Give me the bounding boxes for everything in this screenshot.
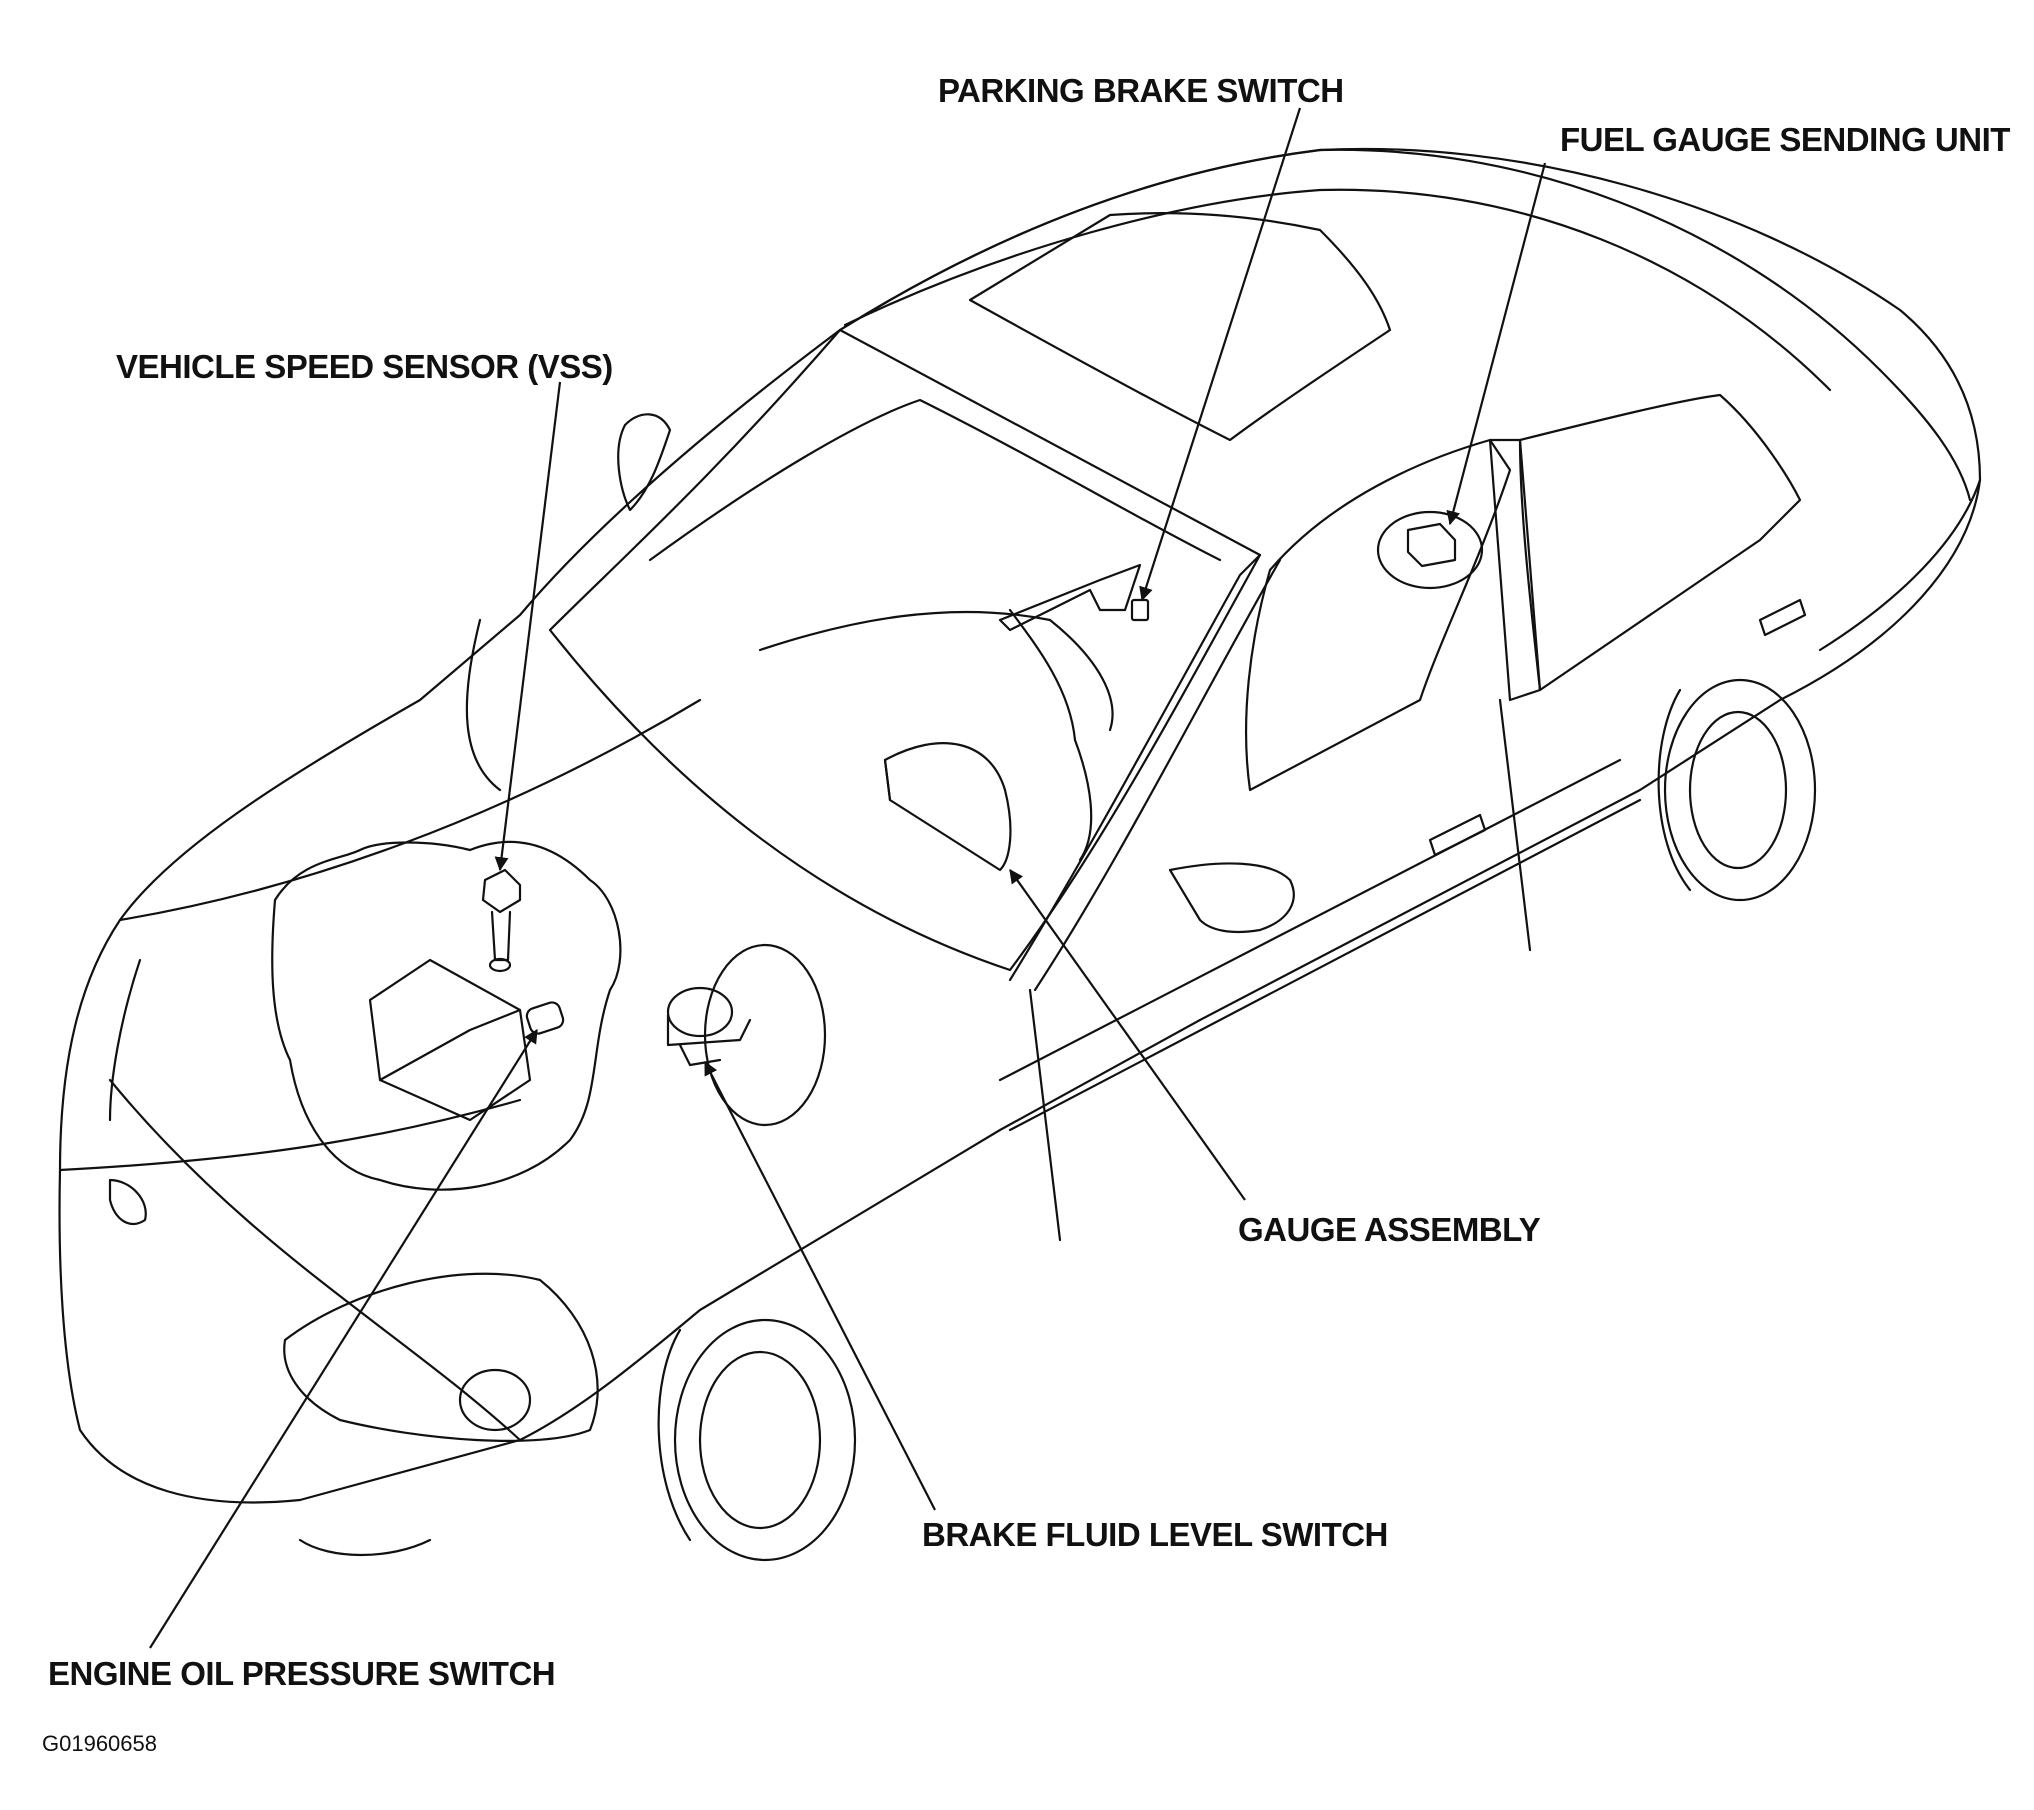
steering-column: [1008, 608, 1093, 862]
door-line-rear: [1498, 698, 1532, 952]
fog-light: [458, 1368, 532, 1432]
headlight: [283, 1272, 599, 1442]
sunroof: [968, 212, 1392, 442]
roof-line: [838, 148, 1882, 372]
label-fuel-gauge-sending-unit: FUEL GAUGE SENDING UNIT: [1560, 121, 2010, 158]
side-mirror: [1168, 862, 1295, 934]
oil-pressure-switch-component: [525, 1001, 565, 1035]
label-brake-fluid-level-switch: BRAKE FLUID LEVEL SWITCH: [922, 1516, 1388, 1553]
label-engine-oil-pressure-switch: ENGINE OIL PRESSURE SWITCH: [48, 1655, 556, 1692]
leader-vss: [494, 381, 562, 872]
rear-wheel: [1663, 678, 1817, 902]
vss-component: [481, 868, 522, 973]
label-vehicle-speed-sensor: VEHICLE SPEED SENSOR (VSS): [116, 348, 613, 385]
front-side-window: [1244, 438, 1512, 792]
leader-fuel-gauge: [1446, 162, 1547, 526]
door-line-front: [1028, 988, 1062, 1242]
leader-brake-fluid: [704, 1060, 936, 1511]
a-pillar: [1008, 553, 1262, 982]
engine-bay: [271, 840, 622, 1191]
fuel-sending-unit: [1406, 522, 1457, 568]
roof-rear-line: [843, 188, 1832, 392]
leader-gauge-assembly: [1009, 869, 1246, 1201]
front-wheel: [673, 1318, 857, 1562]
side-marker: [108, 1178, 147, 1225]
windshield-inner: [648, 398, 1222, 562]
hood-front-line: [118, 698, 702, 922]
hood-center-line: [465, 618, 502, 792]
left-mirror: [617, 413, 672, 512]
leader-oil-pressure: [149, 1029, 538, 1649]
dashboard: [758, 610, 1114, 732]
windshield: [548, 328, 1262, 972]
label-parking-brake-switch: PARKING BRAKE SWITCH: [938, 72, 1344, 109]
leader-parking-brake: [1139, 107, 1302, 602]
rear-side-window: [1518, 393, 1802, 692]
door-handle-front: [1428, 813, 1487, 857]
parking-brake-switch-component: [1130, 598, 1150, 622]
label-gauge-assembly: GAUGE ASSEMBLY: [1238, 1211, 1541, 1248]
car-body-outline: [58, 147, 1982, 1504]
fuel-door: [1376, 510, 1484, 590]
figure-id: G01960658: [42, 1731, 157, 1756]
gauge-assembly: [883, 742, 1012, 872]
parking-brake-lever: [998, 563, 1142, 632]
door-handle-rear: [1758, 598, 1807, 637]
